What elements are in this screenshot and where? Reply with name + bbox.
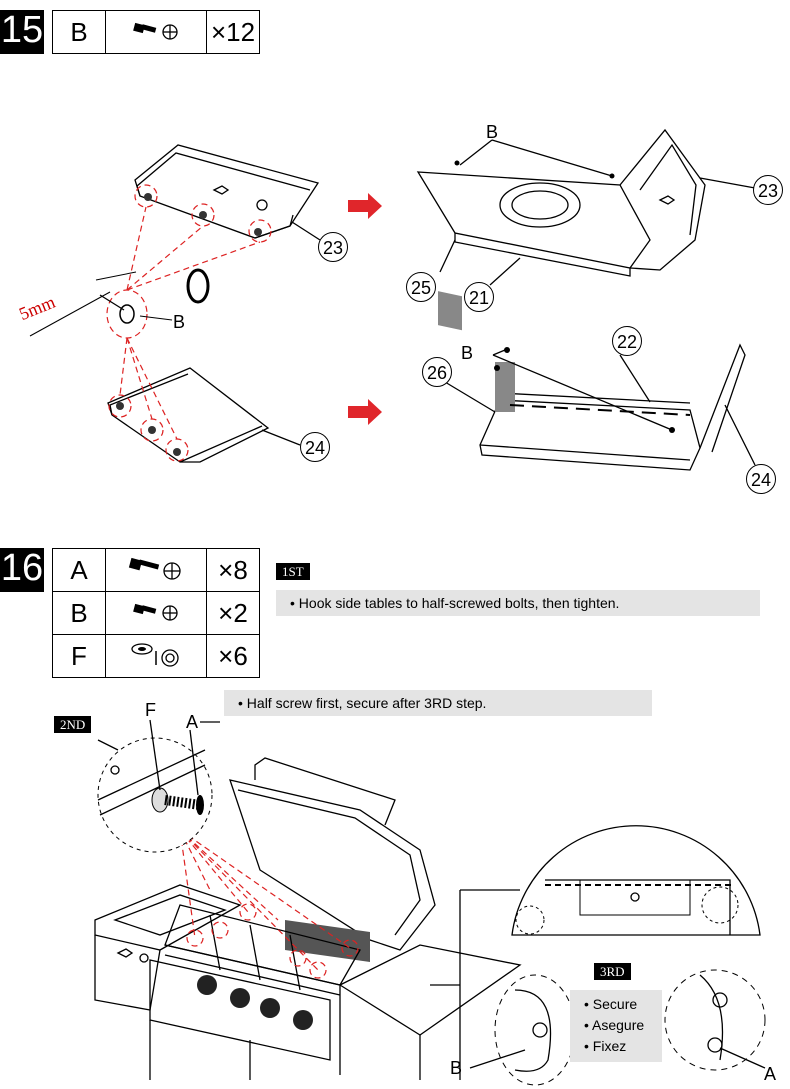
red-dashed-leaders bbox=[106, 184, 272, 462]
parts-row-a: A ×8 bbox=[52, 548, 260, 592]
step-16-parts-table: A ×8 B ×2 F bbox=[52, 548, 260, 678]
part-letter: B bbox=[52, 591, 106, 635]
part-24-callout-assembled: 24 bbox=[746, 464, 776, 494]
part-letter: F bbox=[52, 634, 106, 678]
screw-a-label-bottom: A bbox=[764, 1064, 777, 1084]
step-3rd-tag: 3RD bbox=[594, 963, 631, 980]
parts-row-b: B ×2 bbox=[52, 591, 260, 635]
screw-b-label-lower: B bbox=[461, 343, 474, 363]
side-bracket-23-drawing bbox=[134, 144, 320, 239]
screw-b-label-upper: B bbox=[486, 122, 499, 142]
step-15-parts-table: B ×12 bbox=[52, 10, 260, 54]
asegure-text: • Asegure bbox=[584, 1017, 645, 1033]
side-bracket-24-drawing bbox=[107, 367, 270, 463]
part-26-callout: 26 bbox=[422, 357, 452, 387]
part-quantity: ×6 bbox=[206, 634, 260, 678]
washer-f-label: F bbox=[145, 700, 156, 720]
step-15-leaders bbox=[261, 139, 756, 466]
screw-b-label-detail: B bbox=[173, 312, 186, 332]
part-quantity: ×8 bbox=[206, 548, 260, 592]
part-letter: B bbox=[52, 10, 106, 54]
fixez-text: • Fixez bbox=[584, 1038, 627, 1054]
part-23-callout-assembled: 23 bbox=[753, 175, 783, 205]
part-quantity: ×12 bbox=[206, 10, 260, 54]
part-22-callout: 22 bbox=[612, 326, 642, 356]
step-1st-tag: 1ST bbox=[276, 563, 310, 580]
step-2nd-instruction: • Half screw first, secure after 3RD ste… bbox=[224, 690, 652, 716]
part-21-callout: 21 bbox=[464, 282, 494, 312]
red-arrow-lower bbox=[348, 399, 382, 425]
detail-circle-3rd bbox=[430, 825, 766, 1086]
parts-row-f: F ×6 bbox=[52, 634, 260, 678]
step-2nd-tag: 2ND bbox=[54, 716, 92, 733]
red-arrow-upper bbox=[348, 193, 382, 219]
part-23-callout: 23 bbox=[318, 232, 348, 262]
screw-detail bbox=[29, 268, 210, 337]
washer-f-icon bbox=[105, 634, 207, 678]
screw-b-icon bbox=[105, 591, 207, 635]
grill-body-side-assembly-upper bbox=[416, 128, 706, 331]
part-letter: A bbox=[52, 548, 106, 592]
part-quantity: ×2 bbox=[206, 591, 260, 635]
part-25-callout: 25 bbox=[406, 272, 436, 302]
step-1st-instruction: • Hook side tables to half-screwed bolts… bbox=[276, 590, 760, 616]
grill-body-side-assembly-lower bbox=[479, 343, 746, 471]
screw-a-label-top: A bbox=[186, 712, 199, 732]
parts-row-b: B ×12 bbox=[52, 10, 260, 54]
grill-assembly-drawing bbox=[94, 757, 522, 1080]
step-15-number: 15 bbox=[0, 10, 44, 54]
detail-circle-2nd bbox=[97, 719, 220, 853]
secure-text: • Secure bbox=[584, 996, 638, 1012]
step-3rd-instruction: • Secure • Asegure • Fixez bbox=[570, 990, 662, 1062]
screw-b-label-bottom: B bbox=[450, 1058, 463, 1078]
step-16-number: 16 bbox=[0, 548, 44, 592]
part-24-callout: 24 bbox=[300, 432, 330, 462]
screw-a-icon bbox=[105, 548, 207, 592]
